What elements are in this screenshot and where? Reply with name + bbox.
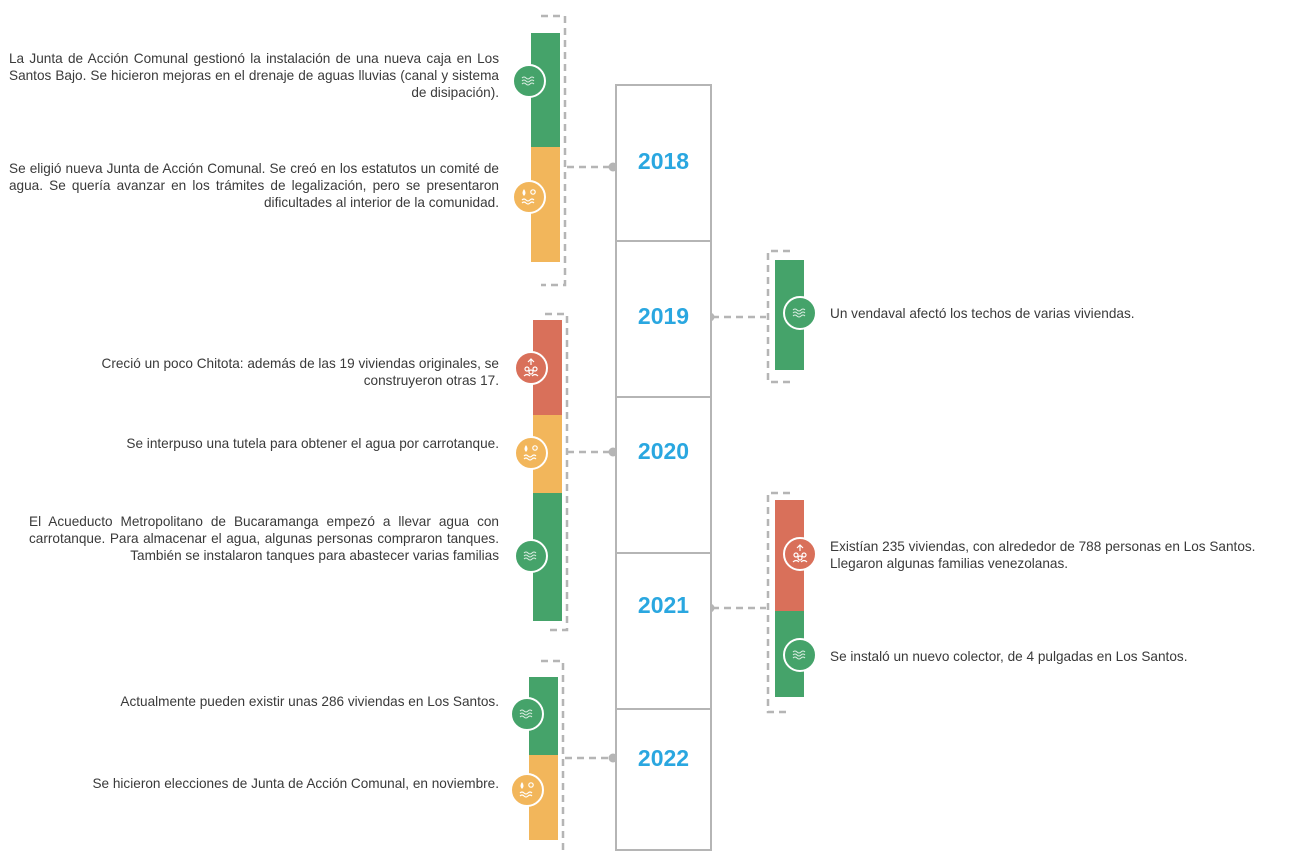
bracket-2021	[766, 491, 790, 714]
event-text-2018-1: La Junta de Acción Comunal gestionó la i…	[9, 51, 499, 100]
bracket-2022	[541, 659, 565, 851]
water-waves-icon	[514, 539, 548, 573]
year-box-2019	[615, 240, 712, 398]
event-text-2022-1: Actualmente pueden existir unas 286 vivi…	[120, 694, 499, 709]
event-text-2020-3: El Acueducto Metropolitano de Bucaramang…	[29, 514, 499, 563]
year-box-2018	[615, 84, 712, 242]
event-text-2022-2: Se hicieron elecciones de Junta de Acció…	[92, 776, 499, 791]
population-growth-icon	[514, 351, 548, 385]
year-box-2022	[615, 708, 712, 851]
event-text-2019-1: Un vendaval afectó los techos de varias …	[830, 306, 1135, 321]
water-waves-icon	[510, 697, 544, 731]
bracket-2019	[766, 249, 792, 384]
year-box-2020	[615, 396, 712, 554]
year-label-2019: 2019	[637, 303, 690, 329]
population-growth-icon	[783, 537, 817, 571]
year-label-2020: 2020	[637, 438, 690, 464]
year-box-2021	[615, 552, 712, 710]
event-text-2020-1: Creció un poco Chitota: además de las 19…	[101, 356, 499, 388]
event-text-2021-2: Se instaló un nuevo colector, de 4 pulga…	[830, 649, 1188, 664]
water-waves-icon	[512, 64, 546, 98]
water-drop-sun-icon	[512, 180, 546, 214]
water-drop-sun-icon	[510, 773, 544, 807]
year-label-2018: 2018	[637, 148, 690, 174]
water-drop-sun-icon	[514, 436, 548, 470]
water-waves-icon	[783, 638, 817, 672]
year-label-2022: 2022	[637, 745, 690, 771]
bracket-2018	[541, 14, 567, 287]
event-text-2018-2: Se eligió nueva Junta de Acción Comunal.…	[9, 161, 499, 210]
event-text-2020-2: Se interpuso una tutela para obtener el …	[126, 436, 499, 451]
event-text-2021-1: Existían 235 viviendas, con alrededor de…	[830, 539, 1256, 571]
bracket-2020	[545, 312, 569, 632]
water-waves-icon	[783, 296, 817, 330]
year-label-2021: 2021	[637, 592, 690, 618]
